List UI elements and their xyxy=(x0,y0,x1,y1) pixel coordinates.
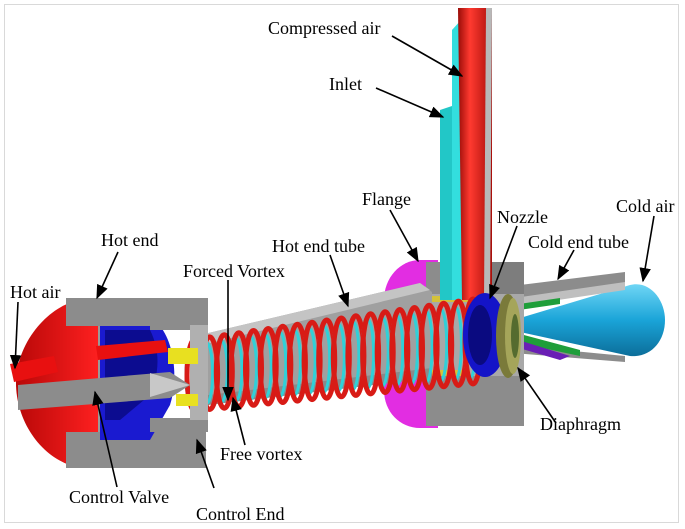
arrow-hot-end xyxy=(96,251,119,300)
nozzle xyxy=(463,293,507,377)
cold-air-cone xyxy=(520,284,665,357)
arrow-compressed-air xyxy=(391,35,464,77)
arrow-cold-end-tube xyxy=(557,249,575,281)
leader-arrows xyxy=(9,35,655,489)
arrow-control-valve xyxy=(92,390,118,488)
arrow-control-end xyxy=(195,438,215,489)
label-hot-air: Hot air xyxy=(10,282,61,302)
arrow-hot-air xyxy=(9,301,22,370)
hot-air-stream xyxy=(10,340,168,382)
label-flange: Flange xyxy=(362,189,411,209)
arrow-free-vortex xyxy=(230,396,246,446)
arrow-nozzle xyxy=(489,225,518,300)
compressed-air-pipe xyxy=(458,8,492,300)
control-valve xyxy=(18,348,198,410)
arrow-inlet xyxy=(375,87,445,118)
arrow-flange xyxy=(389,209,419,263)
label-free-vortex: Free vortex xyxy=(220,444,303,464)
label-hot-end: Hot end xyxy=(101,230,159,250)
arrow-diaphragm xyxy=(517,366,557,424)
arrow-cold-air xyxy=(639,215,655,283)
label-forced-vortex: Forced Vortex xyxy=(183,261,285,281)
label-control-valve: Control Valve xyxy=(69,487,170,507)
label-hot-end-tube: Hot end tube xyxy=(272,236,365,256)
label-cold-end-tube: Cold end tube xyxy=(528,232,629,252)
label-compressed-air: Compressed air xyxy=(268,18,381,38)
diaphragm xyxy=(496,294,521,378)
label-nozzle: Nozzle xyxy=(497,207,548,227)
label-diaphragm: Diaphragm xyxy=(540,414,621,434)
label-cold-air: Cold air xyxy=(616,196,675,216)
label-inlet: Inlet xyxy=(329,74,362,94)
label-control-end: Control End xyxy=(196,504,285,524)
arrow-hot-end-tube xyxy=(329,254,350,308)
